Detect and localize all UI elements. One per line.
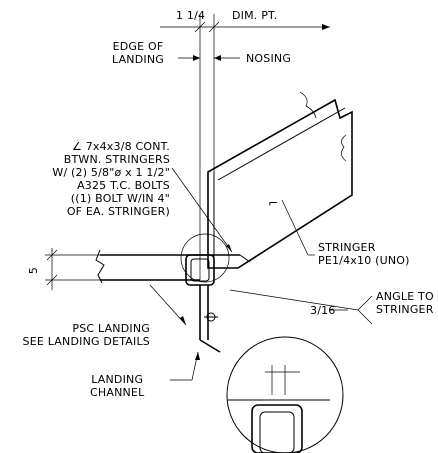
reference-lines <box>199 45 215 280</box>
landing-channel-label: LANDING CHANNEL <box>90 373 145 399</box>
nosing-label: NOSING <box>246 52 292 65</box>
angle-callout-label: ∠ 7x4x3/8 CONT. BTWN. STRINGERS W/ (2) 5… <box>52 140 170 218</box>
weld-mark: ⌐ <box>268 196 279 210</box>
angle-and-channel <box>180 233 230 353</box>
stringer-label: STRINGER PE1/4x10 (UNO) <box>318 241 410 267</box>
detail-magnifier <box>226 336 344 453</box>
landing-slab <box>95 249 251 284</box>
edge-of-landing-label: EDGE OF LANDING <box>112 40 165 66</box>
depth-dimension <box>45 248 100 290</box>
edge-and-nosing-leaders <box>178 55 240 61</box>
psc-landing-label: PSC LANDING SEE LANDING DETAILS <box>22 322 150 348</box>
stringer <box>207 91 353 269</box>
depth-label: 5 <box>27 266 41 275</box>
offset-dimension <box>160 14 330 45</box>
callout-leaders <box>149 167 373 381</box>
offset-label: 1 1/4 <box>176 9 206 22</box>
dim-pt-label: DIM. PT. <box>232 9 278 22</box>
weld-size-label: 3/16 <box>310 304 336 317</box>
angle-to-stringer-label: ANGLE TO STRINGER <box>376 290 434 316</box>
